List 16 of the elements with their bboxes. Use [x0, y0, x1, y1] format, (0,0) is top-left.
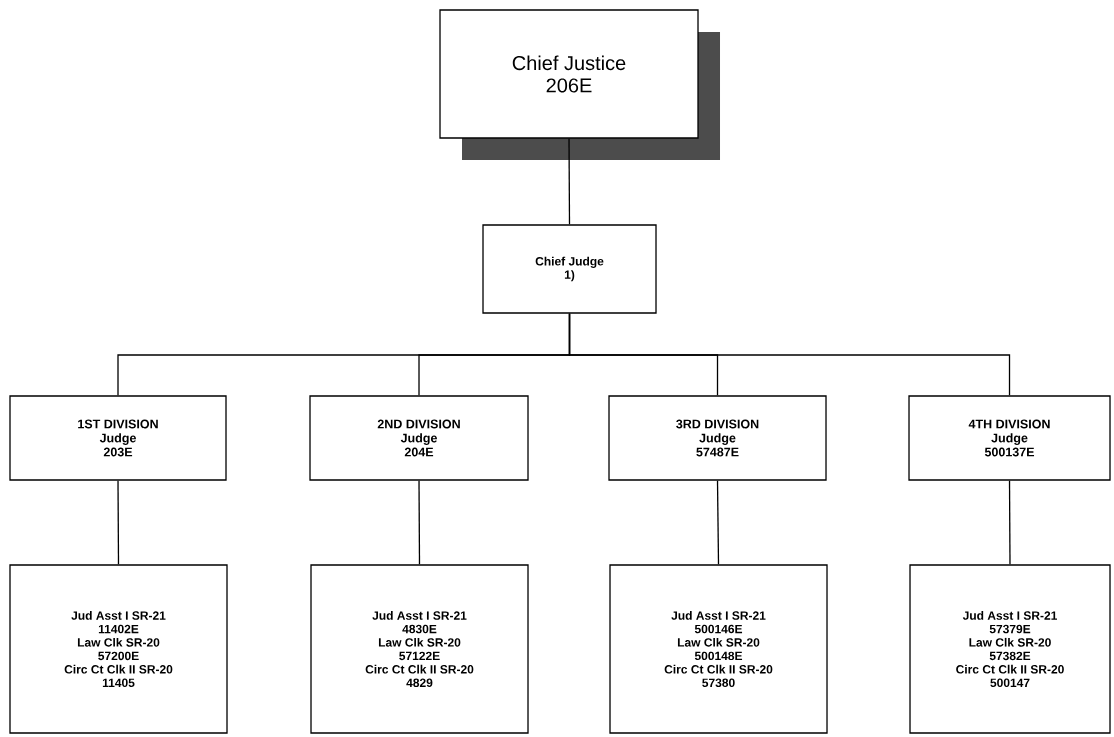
connector-line: [418, 480, 421, 565]
staff-box: Jud Asst I SR-21 500146E Law Clk SR-20 500148E Circ Ct Clk II SR-20 57380: [609, 564, 828, 734]
division-box: 4TH DIVISION Judge 500137E: [908, 395, 1111, 481]
title-box: Chief Justice 206E: [439, 9, 720, 160]
connector-line: [1008, 480, 1011, 565]
connector-line: [568, 138, 571, 225]
position-box: Chief Judge 1): [482, 224, 657, 314]
staff-box: Jud Asst I SR-21 4830E Law Clk SR-20 57122E Circ Ct Clk II SR-20 4829: [310, 564, 529, 734]
connector-line: [117, 480, 120, 565]
staff-box: Jud Asst I SR-21 57379E Law Clk SR-20 57382E Circ Ct Clk II SR-20 500147: [909, 564, 1111, 734]
division-box: 2ND DIVISION Judge 204E: [309, 395, 529, 481]
division-box: 3RD DIVISION Judge 57487E: [608, 395, 827, 481]
connector-line: [716, 480, 720, 565]
staff-box: Jud Asst I SR-21 11402E Law Clk SR-20 57200E Circ Ct Clk II SR-20 11405: [9, 564, 228, 734]
connector-line: [568, 313, 1011, 396]
division-box: 1ST DIVISION Judge 203E: [9, 395, 227, 481]
